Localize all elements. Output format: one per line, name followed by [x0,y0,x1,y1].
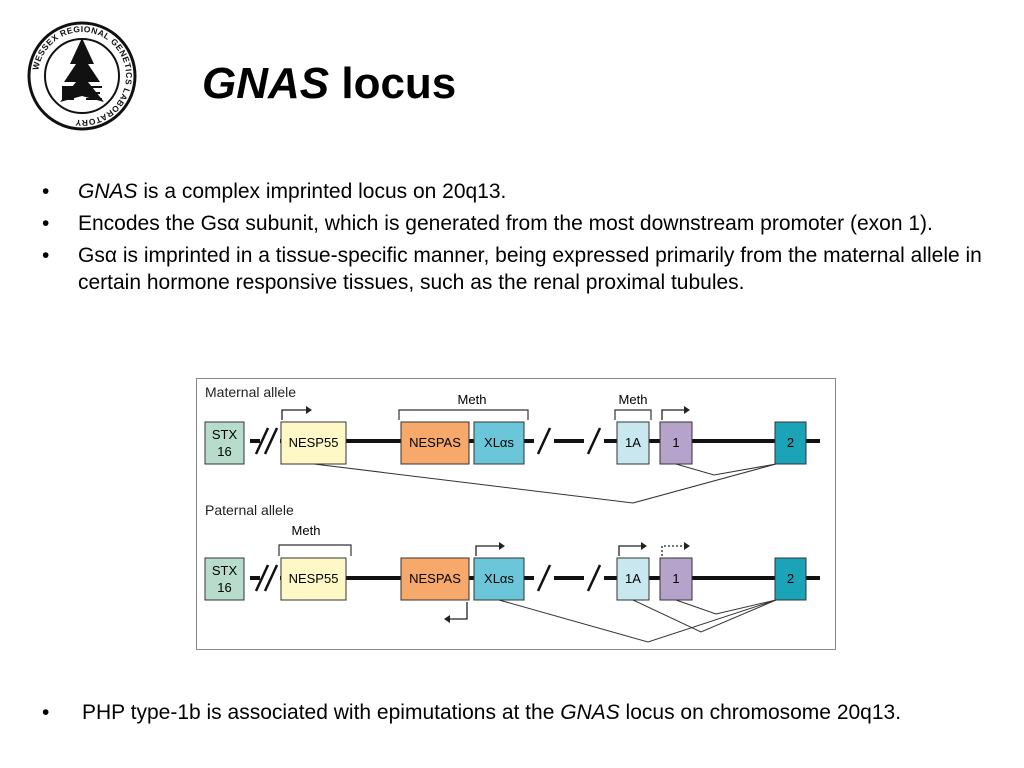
bullet-text-post: is imprinted in a tissue-specific manner… [78,244,982,294]
bullet-dot: • [42,244,50,267]
nesp55-box [280,421,347,465]
exon-1-label: 1 [672,435,679,450]
nespas-label: NESPAS [409,435,461,450]
bullet-italic: GNAS [560,701,620,724]
exon-2-box [774,557,807,601]
bullet-item: • GNAS is a complex imprinted locus on 20… [30,178,1000,205]
xlas-label: XLαs [484,435,514,450]
xlas-label: XLαs [484,571,514,586]
bullet-list: • GNAS is a complex imprinted locus on 20… [30,178,1000,301]
exon-2-box [774,421,807,465]
exon-1-box [659,557,693,601]
stx16-label-line2: 16 [217,580,231,595]
meth-label: Meth [292,523,321,538]
gnas-locus-diagram: Maternal allele STX 16 NESP55 NESPAS XLα… [196,378,836,650]
tree-dna-logo-icon: WESSEX REGIONAL GENETICS LABORATORY [27,21,137,131]
bullet-italic-lead: GNAS [78,180,138,203]
stx16-label-line1: STX [212,427,238,442]
exon-1a-label: 1A [625,571,641,586]
stx16-label-line2: 16 [217,444,231,459]
bullet-text-post: subunit, which is generated from the mos… [239,212,933,235]
title-italic: GNAS [202,59,330,108]
bullet-text-post: locus on chromosome 20q13. [619,701,902,724]
maternal-allele-label: Maternal allele [205,384,296,400]
nesp55-label: NESP55 [289,571,339,586]
page-title: GNAS locus [202,59,457,108]
exon-1a-box [616,421,650,465]
nespas-label: NESPAS [409,571,461,586]
title-rest: locus [329,59,457,108]
bullet-dot: • [42,701,50,724]
stx16-box [204,557,245,601]
alpha-symbol: α [227,212,240,235]
exon-1-box [659,421,693,465]
bullet-text-pre: PHP type-1b is associated with epimutati… [82,701,561,724]
nespas-box [400,421,470,465]
bullet-text-pre: Encodes the Gs [78,212,228,235]
alpha-symbol: α [104,244,117,267]
exon-1a-box [616,557,650,601]
bullet-dot: • [42,180,50,203]
bullet-text-pre: Gs [78,244,105,267]
nesp55-label: NESP55 [289,435,339,450]
stx16-label-line1: STX [212,563,238,578]
exon-2-label: 2 [787,435,794,450]
meth-label: Meth [619,392,648,407]
lab-logo: WESSEX REGIONAL GENETICS LABORATORY [26,20,138,132]
stx16-box [204,421,245,465]
exon-1a-label: 1A [625,435,641,450]
exon-2-label: 2 [787,571,794,586]
bullet-item: • Gsα is imprinted in a tissue-specific m… [30,242,1000,296]
nespas-box [400,557,470,601]
xlas-box [473,421,525,465]
exon-1-label: 1 [672,571,679,586]
paternal-allele-label: Paternal allele [205,502,294,518]
bullet-text: is a complex imprinted locus on 20q13. [137,180,507,203]
bullet-item: • Encodes the Gsα subunit, which is gener… [30,210,1000,237]
bullet-dot: • [42,212,50,235]
nesp55-box [280,557,347,601]
bullet-item: • PHP type-1b is associated with epimutat… [30,698,1010,728]
bottom-bullet-list: • PHP type-1b is associated with epimutat… [30,698,1010,728]
meth-label: Meth [458,392,487,407]
xlas-box [473,557,525,601]
